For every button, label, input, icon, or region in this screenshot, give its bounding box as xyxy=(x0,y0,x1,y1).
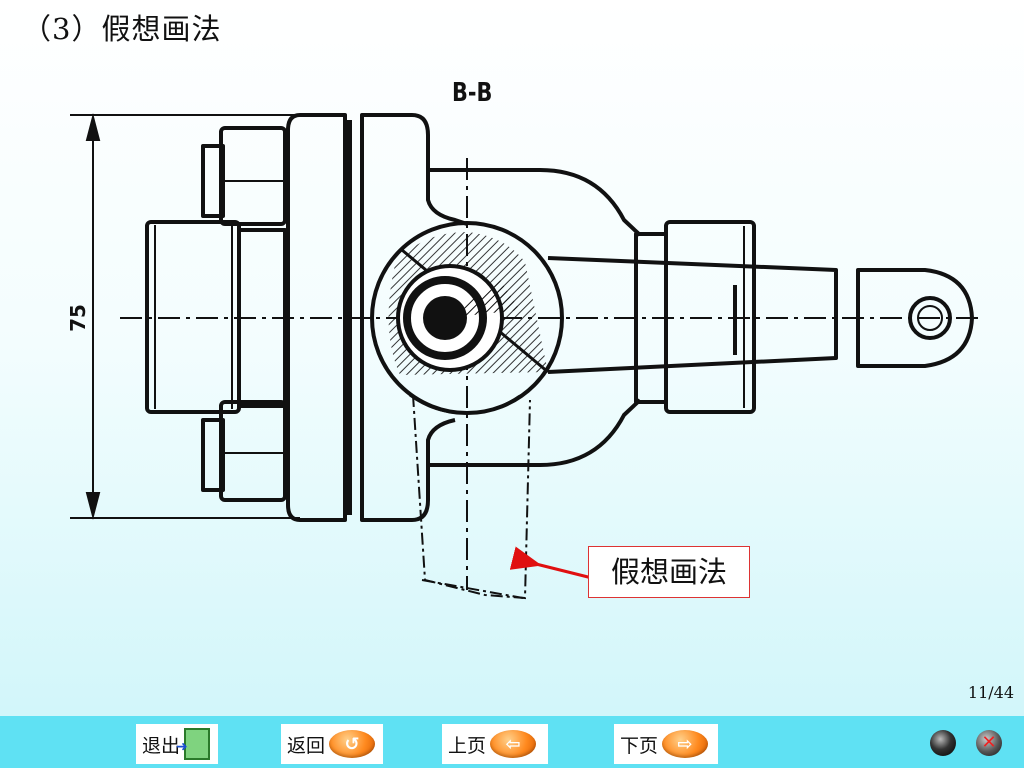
phantom-handle xyxy=(412,394,531,600)
dimension-text: 75 xyxy=(66,304,90,332)
callout-label: 假想画法 xyxy=(588,546,750,598)
exit-label: 退出 xyxy=(142,734,181,757)
close-icon[interactable]: ✕ xyxy=(976,730,1002,756)
exit-door-icon: ➜ xyxy=(176,728,211,760)
right-arrow-icon[interactable]: ⇨ xyxy=(662,730,709,758)
callout-arrow xyxy=(509,546,593,580)
back-button[interactable]: 返回 ↺ xyxy=(281,724,383,764)
valve-body xyxy=(145,113,974,522)
next-label: 下页 xyxy=(620,734,659,757)
next-page-button[interactable]: 下页 ⇨ xyxy=(614,724,718,764)
page-number: 11/44 xyxy=(967,683,1014,702)
back-label: 返回 xyxy=(287,734,326,757)
prev-page-button[interactable]: 上页 ⇦ xyxy=(442,724,548,764)
section-label: B-B xyxy=(452,78,493,108)
prev-label: 上页 xyxy=(448,734,487,757)
hatched-section xyxy=(388,232,548,375)
return-arrow-icon: ↺ xyxy=(329,730,376,758)
left-arrow-icon: ⇦ xyxy=(490,730,537,758)
navigation-bar: 退出 ➜ 返回 ↺ 上页 ⇦ 下页 ⇨ ✕ xyxy=(0,716,1024,768)
dimension-75 xyxy=(70,113,300,520)
technical-drawing: 75 xyxy=(66,113,980,600)
slide-title: （3）假想画法 xyxy=(22,12,222,46)
record-icon[interactable] xyxy=(930,730,956,756)
exit-button[interactable]: 退出 ➜ xyxy=(136,724,218,764)
